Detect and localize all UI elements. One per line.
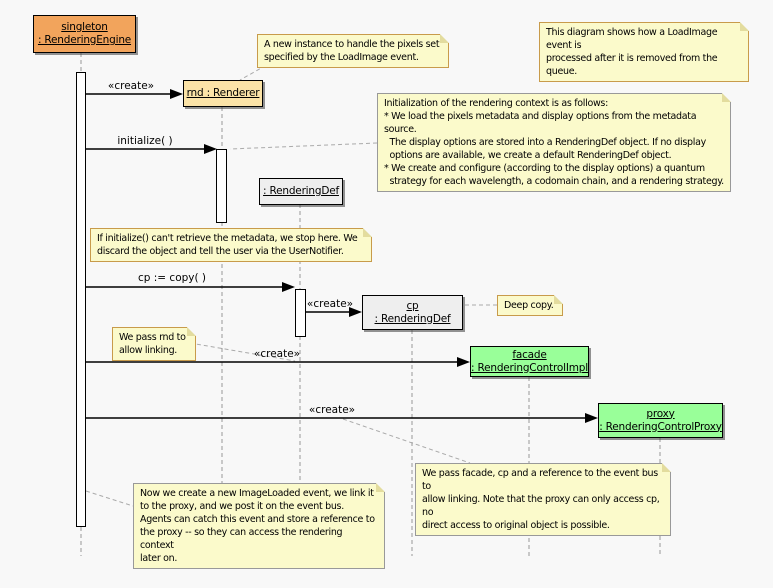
object-name: proxy	[646, 407, 675, 420]
note-init-failure: If initialize() can't retrieve the metad…	[90, 228, 372, 262]
message-label-create-proxy: «create»	[308, 404, 356, 416]
note-connector-pass-rnd	[189, 342, 296, 362]
object-box-proxy: proxy : RenderingControlProxy	[598, 403, 723, 438]
note-new-instance: A new instance to handle the pixels set …	[257, 34, 449, 68]
object-label: rnd : Renderer	[186, 87, 260, 99]
arrowhead-icon	[170, 89, 183, 99]
object-name: facade	[512, 348, 547, 361]
activation-singleton	[76, 72, 86, 527]
message-label-create-cp: «create»	[306, 298, 354, 310]
object-type: : RenderingControlProxy	[599, 420, 722, 433]
object-box-singleton: singleton : RenderingEngine	[33, 15, 136, 53]
arrowhead-icon	[349, 307, 362, 317]
object-box-facade: facade : RenderingControlImpl	[470, 346, 589, 377]
note-pass-facade: We pass facade, cp and a reference to th…	[415, 463, 671, 536]
object-label: : RenderingDef	[263, 185, 339, 197]
message-label-initialize: initialize( )	[117, 135, 173, 147]
note-image-loaded: Now we create a new ImageLoaded event, w…	[133, 483, 385, 569]
note-initialization: Initialization of the rendering context …	[377, 93, 731, 192]
arrowhead-icon	[282, 282, 295, 292]
object-type: : RenderingControlImpl	[471, 361, 588, 374]
arrowhead-icon	[204, 144, 217, 154]
note-connector-new-instance	[239, 61, 273, 81]
activation-renderingdef-copy	[295, 289, 306, 337]
activation-rnd	[216, 149, 227, 223]
note-deep-copy: Deep copy.	[497, 295, 563, 316]
object-type: : RenderingEngine	[37, 34, 132, 46]
message-label-copy: cp := copy( )	[137, 272, 207, 284]
message-label-create-rnd: «create»	[107, 80, 155, 92]
note-connector-initialization	[229, 142, 378, 150]
object-box-cp: cp : RenderingDef	[362, 295, 463, 330]
message-label-create-facade: «create»	[253, 348, 301, 360]
object-name: singleton	[61, 21, 108, 33]
arrowhead-icon	[457, 357, 470, 367]
object-box-rnd: rnd : Renderer	[183, 80, 263, 107]
object-type: : RenderingDef	[374, 312, 451, 325]
arrowhead-icon	[585, 413, 598, 423]
note-diagram-intro: This diagram shows how a LoadImage event…	[539, 22, 749, 82]
note-pass-rnd: We pass rnd to allow linking.	[112, 327, 196, 361]
object-box-renderingdef: : RenderingDef	[259, 178, 343, 205]
object-name: cp	[406, 299, 419, 312]
note-connector-pass-facade	[342, 418, 471, 464]
note-connector-image-loaded	[85, 490, 134, 507]
